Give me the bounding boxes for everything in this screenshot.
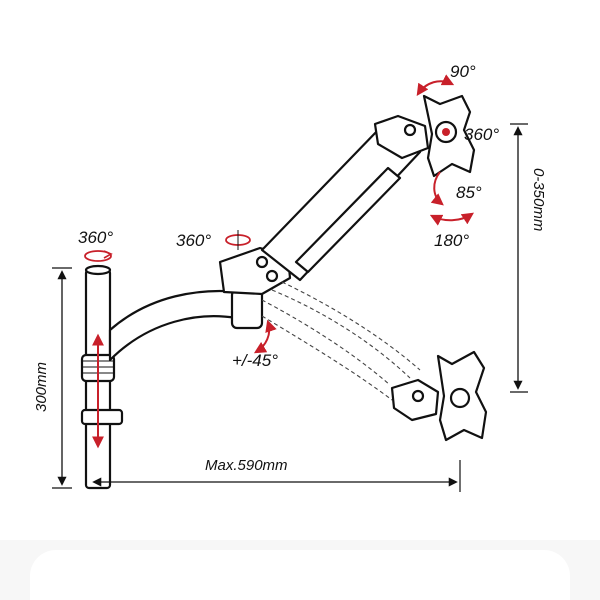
max-reach-label: Max.590mm (205, 457, 288, 474)
height-range-label: 0-350mm (530, 168, 547, 231)
pole-rotate-indicator (84, 250, 113, 262)
bottom-shape (30, 550, 570, 600)
pole-rotate-label: 360° (78, 228, 113, 247)
elbow-rotate-indicator (225, 230, 251, 250)
head-pan-arrow (429, 212, 474, 226)
head-tilt-down-label: 85° (456, 183, 482, 202)
pole-adjust-label: 300mm (33, 362, 50, 412)
pole-adjust-dimension: 300mm (33, 267, 72, 489)
arm-tilt-label: +/-45° (232, 351, 278, 370)
height-range-dimension: 0-350mm (510, 123, 547, 393)
vesa-plate-top (422, 94, 476, 178)
max-reach-dimension: Max.590mm (92, 457, 461, 492)
lower-arm (108, 288, 264, 362)
head-swivel-label: 360° (464, 125, 499, 144)
tilt-head (373, 114, 430, 160)
top-tilt-arrow (416, 74, 455, 96)
head-pan-label: 180° (434, 231, 469, 250)
vesa-plate-bottom (436, 350, 488, 442)
mounting-pole (80, 264, 124, 490)
alternate-position-outline (261, 281, 421, 401)
arm-tilt-arrow (253, 319, 277, 354)
lowered-tilt-head (390, 378, 440, 422)
top-tilt-label: 90° (450, 62, 476, 81)
elbow-rotate-label: 360° (176, 231, 211, 250)
head-tilt-down-arrow (430, 171, 444, 206)
